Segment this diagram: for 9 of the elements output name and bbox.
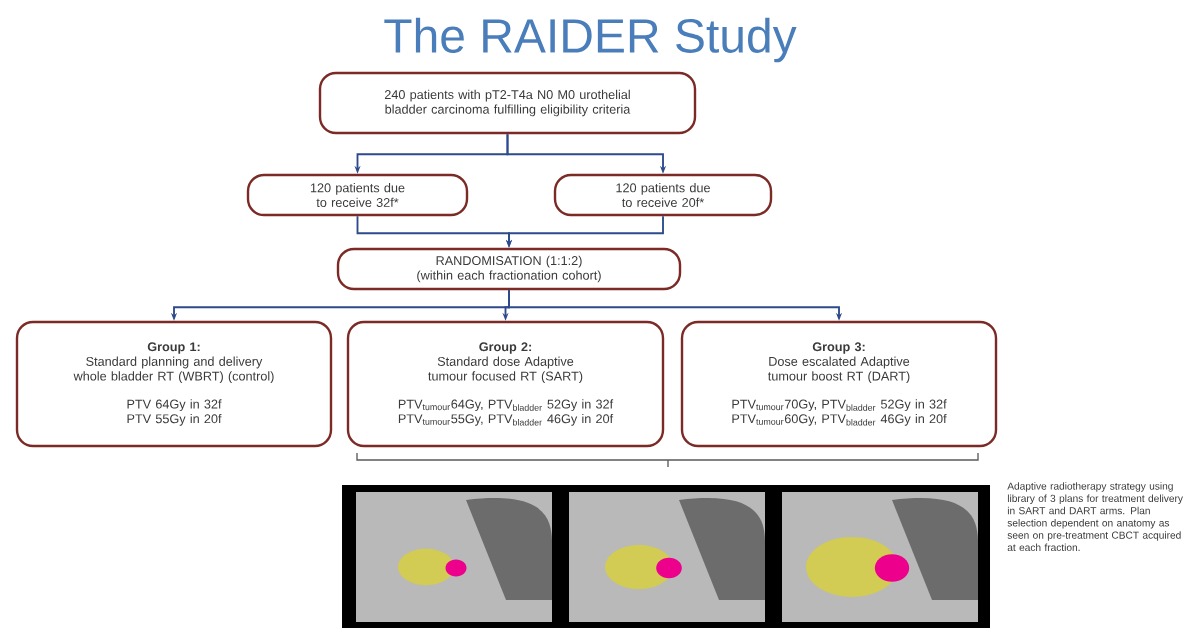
flow-box: 120 patients due to receive 32f* xyxy=(246,173,469,217)
flow-box: Group 3: Dose escalated Adaptive tumour boost RT (DART) PTV$_{tumour}$70Gy, PTV$_{bladder}$ 52Gy in 32f PTV$_{tumour}$60Gy, PTV$_{bladder}$ 46Gy in 20f xyxy=(680,320,998,448)
flow-box: Group 1: Standard planning and delivery whole bladder RT (WBRT) (control) PTV 64Gy in 32f PTV 55Gy in 20f xyxy=(15,320,333,448)
flow-box: Group 2: Standard dose Adaptive tumour focused RT (SART) PTV$_{tumour}$64Gy, PTV$_{bladder}$ 52Gy in 32f PTV$_{tumour}$55Gy, PTV$_{bladder}$ 46Gy in 20f xyxy=(346,320,665,448)
flow-box: 240 patients with pT2-T4a N0 M0 urothelial bladder carcinoma fulfilling eligibility criteria xyxy=(318,71,697,135)
caption-text: Adaptive radiotherapy strategy using library of 3 plans for treatment delivery in SART and DART arms. Plan selection dependent on anatomy as seen on pre-treatment CBCT acquired at each fraction. xyxy=(1007,482,1183,552)
title: The RAIDER Study xyxy=(384,17,797,63)
flow-box: RANDOMISATION (1:1:2) (within each fractionation cohort) xyxy=(336,247,682,291)
flow-box: 120 patients due to receive 20f* xyxy=(553,173,773,217)
